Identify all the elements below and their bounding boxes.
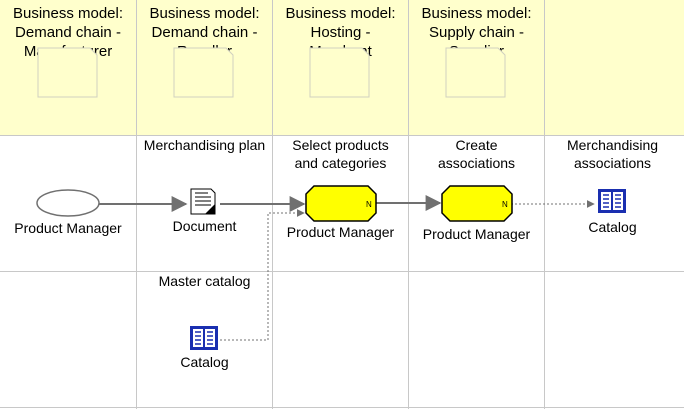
catalog-caption-line: associations	[573, 155, 652, 171]
column-header-reseller: Business model: Demand chain - Reseller	[137, 0, 272, 135]
document-label: Document	[172, 218, 237, 234]
catalog-caption: Merchandising associations	[545, 136, 680, 172]
column-header-line: Demand chain -	[151, 24, 258, 41]
catalog-label: Catalog	[180, 354, 229, 370]
activity-caption: Select products and categories	[273, 136, 408, 172]
column-header-line: Business model:	[149, 5, 260, 22]
activity-caption-line: associations	[437, 155, 516, 171]
activity-performer-label: Product Manager	[286, 224, 395, 240]
column-header-line: Business model:	[12, 5, 124, 22]
catalog-label: Catalog	[588, 219, 637, 235]
catalog-caption: Master catalog	[158, 273, 251, 289]
activity-performer-label: Product Manager	[422, 226, 531, 242]
catalog-caption-line: Merchandising	[566, 137, 659, 153]
column-header-line: Demand chain -	[15, 24, 121, 41]
column-header-line: Business model:	[421, 5, 532, 22]
activity-create-associations[interactable]: N	[441, 185, 513, 222]
activity-caption-line: and categories	[294, 155, 387, 171]
role-label: Product Manager	[14, 220, 122, 236]
activity-marker: N	[366, 200, 372, 209]
activity-marker: N	[502, 200, 508, 209]
activity-caption: Create associations	[409, 136, 544, 172]
activity-caption-line: Select products	[292, 137, 389, 153]
document-icon[interactable]	[190, 188, 216, 215]
activity-caption-line: Create	[455, 137, 498, 153]
document-caption: Merchandising plan	[143, 137, 266, 153]
column-header-empty	[545, 0, 684, 135]
catalog-icon[interactable]	[190, 326, 218, 350]
page-placeholder-icon	[37, 47, 506, 98]
column-header-manufacturer: Business model: Demand chain - Manufactu…	[0, 0, 136, 135]
column-header-line: Supply chain -	[428, 24, 525, 41]
role-ellipse[interactable]	[36, 189, 100, 217]
activity-select-products[interactable]: N	[305, 185, 377, 222]
connector-catalog-to-select	[220, 209, 305, 341]
catalog-icon[interactable]	[598, 189, 626, 213]
column-header-line: Business model:	[285, 5, 396, 22]
column-header-line: Hosting -	[310, 24, 371, 41]
